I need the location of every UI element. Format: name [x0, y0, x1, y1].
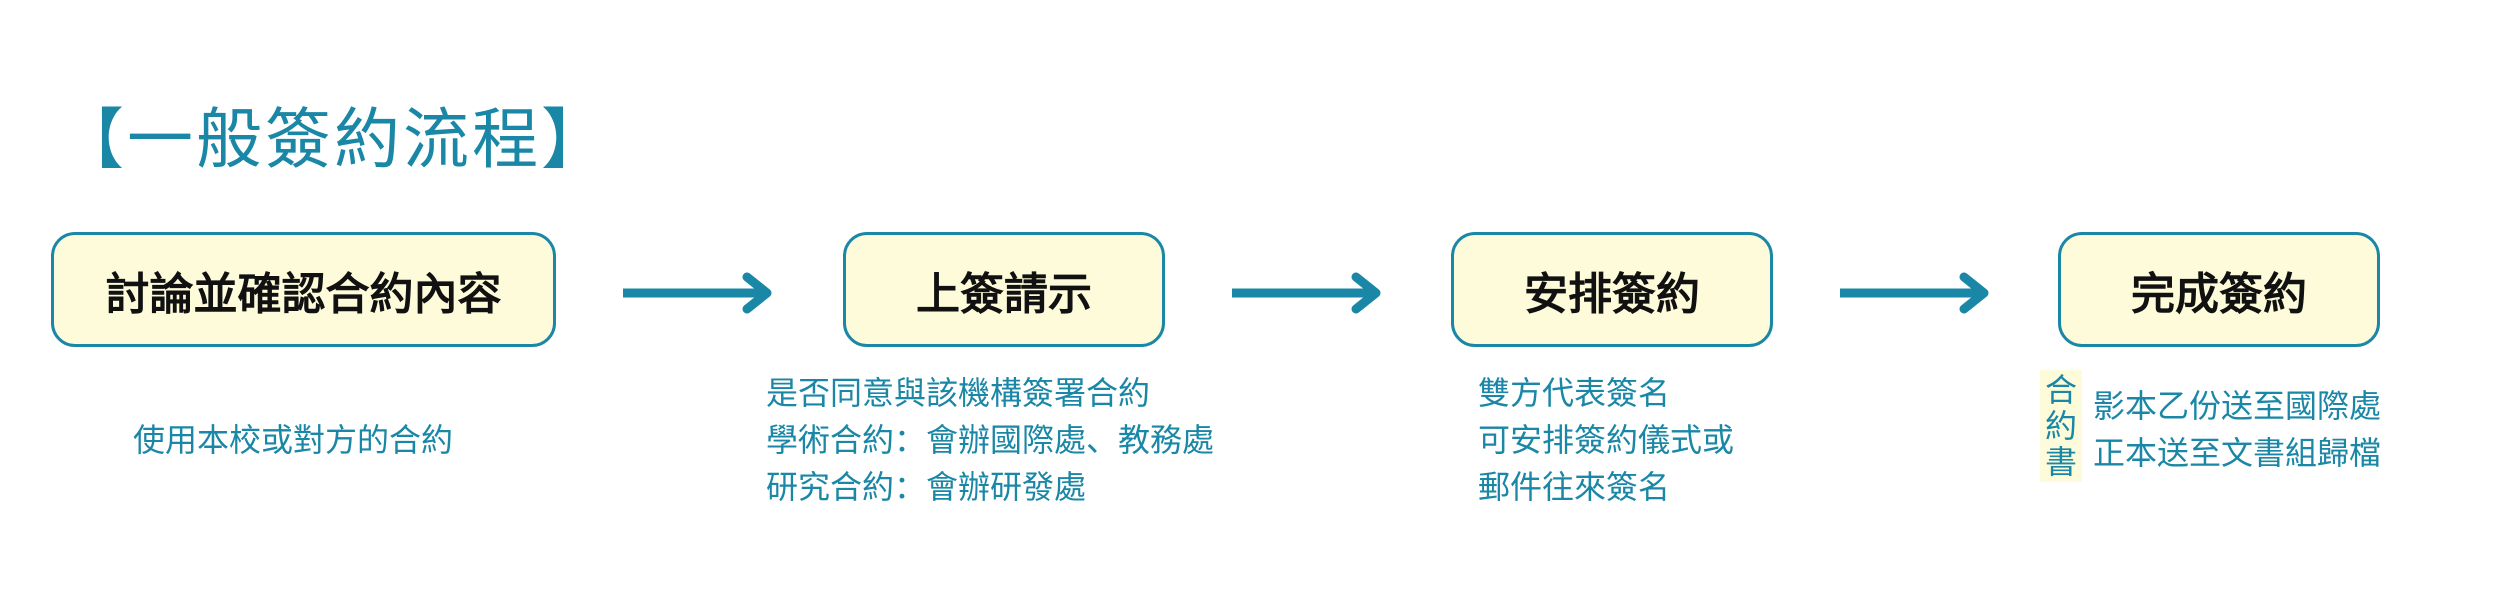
contract-document-tag: 合 約 書	[2040, 370, 2082, 482]
step-note-request-approval: 是否同意與該機構簽署合約 學術合約：會辦國際處、教務處 研究合約：會辦研發處	[766, 370, 1214, 511]
step-label: 討論並確認合約內容	[105, 268, 502, 320]
step-label: 安排簽約	[1524, 268, 1700, 320]
step-label: 上簽請示	[916, 268, 1092, 320]
note-line: 雙方代表簽名	[1478, 374, 1671, 412]
tag-char: 書	[2044, 443, 2077, 481]
step-note-complete-signing: 影本乙份送至國際處 正本送至文書組歸檔	[2093, 383, 2381, 477]
step-note-discuss: 使用本校或對方的合約	[133, 417, 453, 464]
step-discuss-confirm-contract: 討論並確認合約內容	[51, 232, 556, 347]
tag-char: 合	[2044, 371, 2077, 409]
page-title: 【一般簽約流程】	[58, 101, 610, 178]
step-label: 完成簽約	[2131, 268, 2307, 320]
note-line: 郵件往來簽名	[1478, 468, 1671, 506]
flow-arrow-icon	[1840, 272, 1989, 314]
flow-arrow-icon	[623, 272, 772, 314]
note-line: 研究合約：會辦研發處	[766, 468, 1087, 506]
note-line: 影本乙份送至國際處	[2093, 387, 2382, 425]
step-request-approval: 上簽請示	[843, 232, 1165, 347]
tag-char: 約	[2044, 407, 2077, 445]
note-line: 是否同意與該機構簽署合約	[766, 374, 1151, 412]
note-line: 學術合約：會辦國際處、教務處	[766, 421, 1215, 459]
note-line: 可安排簽約儀式或	[1478, 421, 1735, 459]
step-note-arrange-signing: 雙方代表簽名 可安排簽約儀式或 郵件往來簽名	[1478, 370, 1734, 511]
step-arrange-signing: 安排簽約	[1451, 232, 1773, 347]
step-complete-signing: 完成簽約	[2058, 232, 2380, 347]
note-line: 正本送至文書組歸檔	[2093, 434, 2382, 472]
flow-arrow-icon	[1232, 272, 1381, 314]
note-line: 使用本校或對方的合約	[133, 421, 454, 459]
